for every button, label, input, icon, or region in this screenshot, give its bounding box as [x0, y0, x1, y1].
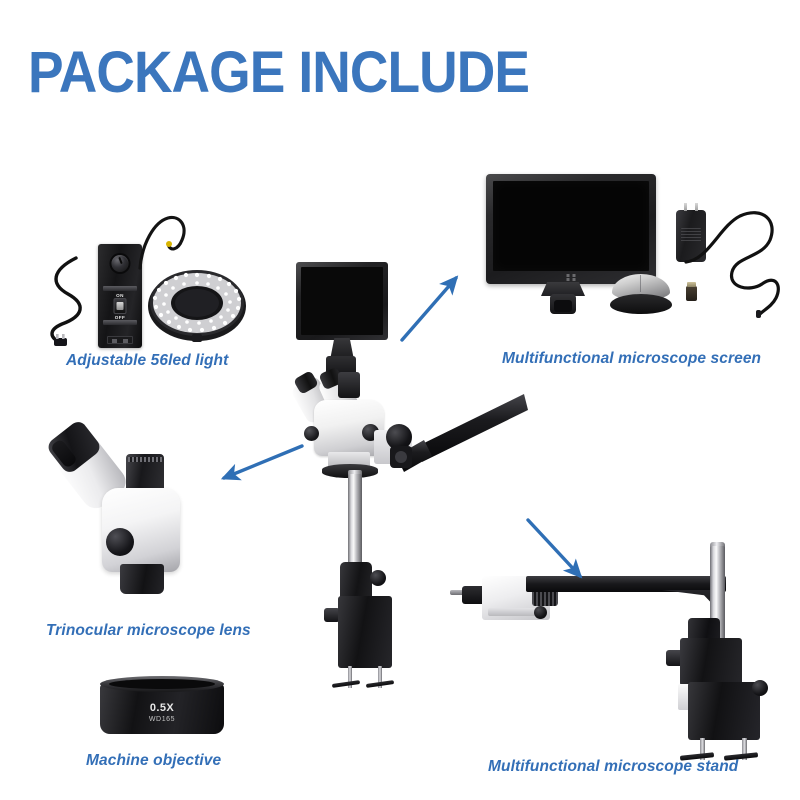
trinocular-port — [126, 454, 164, 492]
adapter-prongs-icon — [683, 203, 699, 211]
assembled-microscope — [286, 262, 546, 688]
brightness-knob[interactable] — [111, 255, 129, 272]
base-lock-knob — [752, 680, 768, 696]
clamp-screw — [700, 738, 705, 760]
usb-dongle — [686, 282, 697, 301]
monitor-neck — [541, 282, 585, 296]
trinocular-lens-product — [44, 418, 226, 615]
monitor-hinge — [550, 294, 576, 314]
led-controller-box[interactable]: ON OFF — [98, 244, 142, 348]
objective-magnification-text: 0.5X — [149, 702, 175, 714]
arrow-to-stand — [500, 516, 600, 600]
ring-light-icon — [148, 270, 246, 342]
base-side-knob — [324, 608, 340, 622]
collar-lock-knob — [370, 570, 386, 586]
caption-adjustable-led-light: Adjustable 56led light — [66, 352, 229, 369]
adapter-label — [681, 228, 701, 242]
clamp-screw — [378, 666, 382, 688]
objective-working-distance-text: WD165 — [148, 716, 176, 723]
articulating-arm-icon — [390, 394, 528, 472]
pillar-cap — [348, 470, 362, 476]
mounted-monitor-neck — [330, 338, 354, 360]
microscope-head — [290, 366, 398, 478]
vertical-pillar — [348, 474, 362, 584]
caption-machine-objective: Machine objective — [86, 752, 222, 769]
holder-pin — [450, 590, 464, 595]
hub-lock-knob — [666, 650, 684, 666]
wireless-mouse[interactable] — [610, 274, 672, 314]
articulating-arm — [526, 576, 726, 592]
controller-port — [107, 336, 133, 344]
arrow-to-lens — [210, 440, 322, 510]
power-cord-icon — [50, 256, 82, 346]
microscope-screen-product — [478, 168, 790, 328]
zoom-knob — [106, 528, 134, 556]
pillar-cap — [710, 542, 725, 548]
caption-microscope-stand: Multifunctional microscope stand — [488, 758, 739, 775]
adjustable-led-light-product: ON OFF — [46, 215, 256, 348]
adapter-cable-icon — [684, 211, 780, 318]
objective-thread-mount — [120, 564, 164, 594]
lens-holder — [462, 586, 488, 604]
led-output-cable-icon — [138, 215, 186, 270]
clamp-base — [338, 596, 392, 668]
clamp-screw — [742, 738, 747, 760]
adjuster-knob — [534, 606, 547, 619]
pillar-hub — [680, 638, 742, 686]
mouse-base — [610, 294, 672, 314]
arrow-to-screen — [400, 250, 510, 342]
monitor-display[interactable] — [493, 181, 649, 271]
power-adapter — [676, 203, 706, 262]
caption-trinocular-lens: Trinocular microscope lens — [46, 622, 251, 639]
switch-off-label: OFF — [114, 315, 126, 320]
clamp-t-handle — [331, 680, 361, 688]
monitor-bezel — [486, 174, 656, 284]
clamp-screw — [348, 666, 352, 688]
focus-knob — [386, 424, 412, 450]
zoom-knob-left — [304, 426, 319, 441]
controller-strip — [103, 286, 137, 291]
objective-top-ring — [100, 676, 224, 692]
switch-on-label: ON — [116, 293, 124, 298]
clamp-base — [688, 682, 760, 740]
machine-objective-product: 0.5X WD165 — [98, 676, 226, 740]
caption-microscope-screen: Multifunctional microscope screen — [502, 350, 762, 367]
objective-barrel — [100, 684, 224, 734]
mounted-monitor — [296, 262, 388, 340]
mounted-monitor-display — [301, 267, 383, 335]
power-switch[interactable] — [113, 298, 127, 314]
monitor-logo-icon — [566, 274, 576, 281]
trinocular-port — [338, 372, 360, 398]
mouse-button-split — [640, 275, 641, 292]
controller-strip — [103, 320, 137, 325]
microscope-stand-product — [450, 532, 794, 764]
page-title: PACKAGE INCLUDE — [28, 40, 530, 105]
